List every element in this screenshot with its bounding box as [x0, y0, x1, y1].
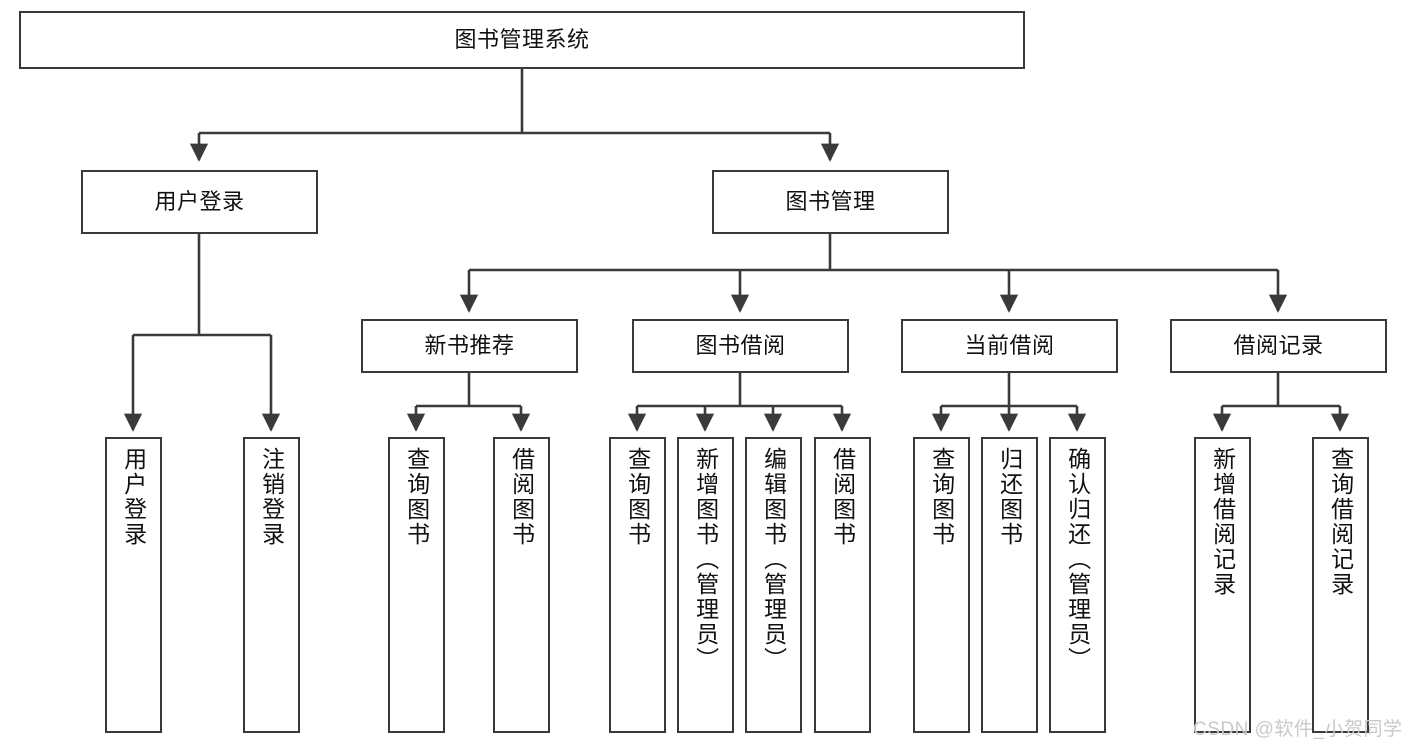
- node-leaf-add-book-label: 新增图书（管理员）: [692, 447, 719, 672]
- node-leaf-borrow-book-2-label: 借阅图书: [829, 447, 856, 547]
- node-leaf-query-book-1-label: 查询图书: [403, 447, 430, 547]
- node-leaf-borrow-book-1-label: 借阅图书: [508, 447, 535, 547]
- node-book-manage-label: 图书管理: [785, 189, 876, 215]
- node-current-borrow-label: 当前借阅: [964, 333, 1055, 359]
- node-leaf-query-record-label: 查询借阅记录: [1327, 447, 1354, 597]
- node-leaf-logout-login-label: 注销登录: [258, 447, 285, 547]
- node-book-manage[interactable]: 图书管理: [712, 170, 949, 234]
- node-borrow-record-label: 借阅记录: [1233, 333, 1324, 359]
- node-leaf-confirm-return[interactable]: 确认归还（管理员）: [1049, 437, 1106, 733]
- node-leaf-query-book-2-label: 查询图书: [624, 447, 651, 547]
- node-leaf-edit-book[interactable]: 编辑图书（管理员）: [745, 437, 802, 733]
- node-leaf-borrow-book-2[interactable]: 借阅图书: [814, 437, 871, 733]
- node-book-borrow-label: 图书借阅: [695, 333, 786, 359]
- node-leaf-user-login-label: 用户登录: [120, 447, 147, 547]
- node-leaf-query-book-1[interactable]: 查询图书: [388, 437, 445, 733]
- node-user-login-label: 用户登录: [154, 189, 245, 215]
- node-leaf-user-login[interactable]: 用户登录: [105, 437, 162, 733]
- node-leaf-query-record[interactable]: 查询借阅记录: [1312, 437, 1369, 733]
- node-leaf-add-book[interactable]: 新增图书（管理员）: [677, 437, 734, 733]
- node-leaf-edit-book-label: 编辑图书（管理员）: [760, 447, 787, 672]
- node-borrow-record[interactable]: 借阅记录: [1170, 319, 1387, 373]
- node-leaf-add-record[interactable]: 新增借阅记录: [1194, 437, 1251, 733]
- node-current-borrow[interactable]: 当前借阅: [901, 319, 1118, 373]
- node-leaf-borrow-book-1[interactable]: 借阅图书: [493, 437, 550, 733]
- node-root-label: 图书管理系统: [454, 27, 590, 53]
- node-leaf-query-book-3[interactable]: 查询图书: [913, 437, 970, 733]
- node-leaf-add-record-label: 新增借阅记录: [1209, 447, 1236, 597]
- node-leaf-return-book-label: 归还图书: [996, 447, 1023, 547]
- node-leaf-query-book-3-label: 查询图书: [928, 447, 955, 547]
- node-new-book-rec-label: 新书推荐: [424, 333, 515, 359]
- node-leaf-confirm-return-label: 确认归还（管理员）: [1064, 447, 1091, 672]
- node-new-book-rec[interactable]: 新书推荐: [361, 319, 578, 373]
- node-book-borrow[interactable]: 图书借阅: [632, 319, 849, 373]
- node-root[interactable]: 图书管理系统: [19, 11, 1025, 69]
- node-user-login[interactable]: 用户登录: [81, 170, 318, 234]
- node-leaf-logout-login[interactable]: 注销登录: [243, 437, 300, 733]
- node-leaf-query-book-2[interactable]: 查询图书: [609, 437, 666, 733]
- csdn-watermark: CSDN @软件_小贺同学: [1193, 719, 1403, 740]
- node-leaf-return-book[interactable]: 归还图书: [981, 437, 1038, 733]
